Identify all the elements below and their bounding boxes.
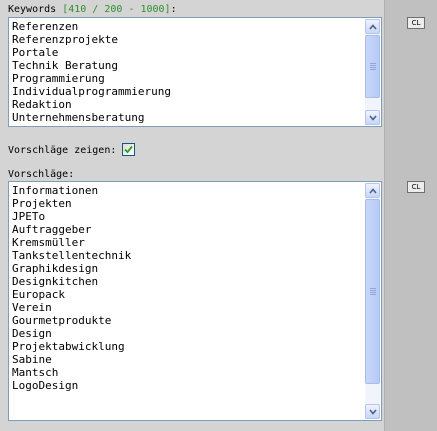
- list-item[interactable]: Portale: [12, 46, 59, 59]
- keyword-editor-panel: Keywords [410 / 200 - 1000]: Referenzen …: [0, 0, 385, 431]
- checkmark-icon: [124, 145, 133, 154]
- keywords-label: Keywords [410 / 200 - 1000]:: [8, 4, 177, 16]
- scroll-down-arrow-icon: [369, 409, 377, 415]
- list-item[interactable]: JPETo: [12, 210, 46, 223]
- suggestions-items: Informationen Projekten JPETo Auftraggeb…: [12, 184, 361, 418]
- list-item[interactable]: Tankstellentechnik: [12, 249, 132, 262]
- suggestions-label: Vorschläge:: [8, 169, 75, 180]
- thumb-grip-line: [370, 294, 376, 295]
- keywords-items: Referenzen Referenzprojekte Portale Tech…: [12, 20, 361, 124]
- keywords-listbox[interactable]: Referenzen Referenzprojekte Portale Tech…: [8, 17, 382, 127]
- list-item[interactable]: Designkitchen: [12, 275, 99, 288]
- list-item[interactable]: Unternehmensberatung: [12, 111, 145, 124]
- thumb-grip-line: [370, 292, 376, 293]
- scroll-down-arrow-icon: [369, 115, 377, 121]
- clear-keywords-button[interactable]: CL: [407, 17, 425, 29]
- suggestions-scrollbar[interactable]: [365, 183, 380, 419]
- list-item[interactable]: Informationen: [12, 184, 99, 197]
- list-item[interactable]: LogoDesign: [12, 379, 79, 392]
- keywords-label-colon: :: [170, 4, 177, 15]
- thumb-grip-line: [370, 65, 376, 66]
- list-item[interactable]: Auftraggeber: [12, 223, 92, 236]
- keywords-scroll-thumb[interactable]: [365, 35, 380, 98]
- list-item[interactable]: Projektabwicklung: [12, 340, 125, 353]
- scroll-up-button[interactable]: [365, 183, 380, 198]
- list-item[interactable]: Individualprogrammierung: [12, 85, 171, 98]
- list-item[interactable]: Redaktion: [12, 98, 72, 111]
- list-item[interactable]: Referenzen: [12, 20, 79, 33]
- keywords-limits: [410 / 200 - 1000]: [62, 4, 171, 15]
- thumb-grip-line: [370, 67, 376, 68]
- scroll-up-arrow-icon: [369, 24, 377, 30]
- list-item[interactable]: Referenzprojekte: [12, 33, 118, 46]
- keywords-label-text: Keywords: [8, 4, 57, 15]
- list-item[interactable]: Verein: [12, 301, 52, 314]
- list-item[interactable]: Programmierung: [12, 72, 105, 85]
- list-item[interactable]: Projekten: [12, 197, 72, 210]
- thumb-grip-line: [370, 69, 376, 70]
- show-suggestions-checkbox[interactable]: [122, 143, 135, 156]
- list-item[interactable]: Graphikdesign: [12, 262, 99, 275]
- show-suggestions-label: Vorschläge zeigen:: [8, 145, 117, 156]
- suggestions-listbox[interactable]: Informationen Projekten JPETo Auftraggeb…: [8, 181, 382, 421]
- clear-suggestions-button[interactable]: CL: [407, 181, 425, 193]
- list-item[interactable]: Technik Beratung: [12, 59, 118, 72]
- thumb-grip-line: [370, 290, 376, 291]
- scroll-up-arrow-icon: [369, 188, 377, 194]
- scroll-down-button[interactable]: [365, 110, 380, 125]
- scroll-up-button[interactable]: [365, 19, 380, 34]
- list-item[interactable]: Europack: [12, 288, 65, 301]
- suggestions-scroll-thumb[interactable]: [365, 199, 380, 384]
- list-item[interactable]: Design: [12, 327, 52, 340]
- scroll-down-button[interactable]: [365, 404, 380, 419]
- keywords-scrollbar[interactable]: [365, 19, 380, 125]
- list-item[interactable]: Kremsmüller: [12, 236, 85, 249]
- thumb-grip-line: [370, 288, 376, 289]
- list-item[interactable]: Gourmetprodukte: [12, 314, 112, 327]
- list-item[interactable]: Mantsch: [12, 366, 59, 379]
- thumb-grip-line: [370, 63, 376, 64]
- list-item[interactable]: Sabine: [12, 353, 52, 366]
